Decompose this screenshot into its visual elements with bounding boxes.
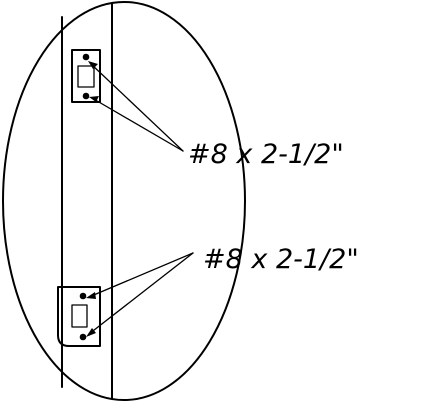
upper-plate-screw-bottom [82,92,90,100]
lower-strike-plate [57,286,101,347]
upper-plate-screw-top [82,53,90,61]
upper-plate-outline [71,49,101,103]
lower-leader-arrowhead-top [86,292,96,299]
lower-callout-leaders [86,252,194,337]
door-jamb [61,3,113,399]
upper-plate-opening [77,65,95,88]
lower-plate-screw-top [79,292,87,300]
upper-leader-arrowhead-bottom [89,96,99,102]
lower-screw-callout: #8 x 2-1/2" [203,244,359,275]
upper-strike-plate [71,49,101,103]
upper-leader-arrowhead-top [88,61,98,69]
lower-leader-arrowhead-bottom [86,328,96,337]
lower-leader-to-bottom-screw [88,252,194,335]
lower-plate-outline [57,286,101,347]
upper-leader-to-top-screw [90,63,184,152]
lower-plate-opening [71,304,88,328]
upper-leader-to-bottom-screw [91,97,184,152]
upper-screw-callout: #8 x 2-1/2" [188,139,344,170]
upper-callout-leaders [88,61,184,152]
lower-plate-screw-bottom [79,333,87,341]
detail-ellipse [2,1,246,401]
lower-leader-to-top-screw [88,252,194,298]
